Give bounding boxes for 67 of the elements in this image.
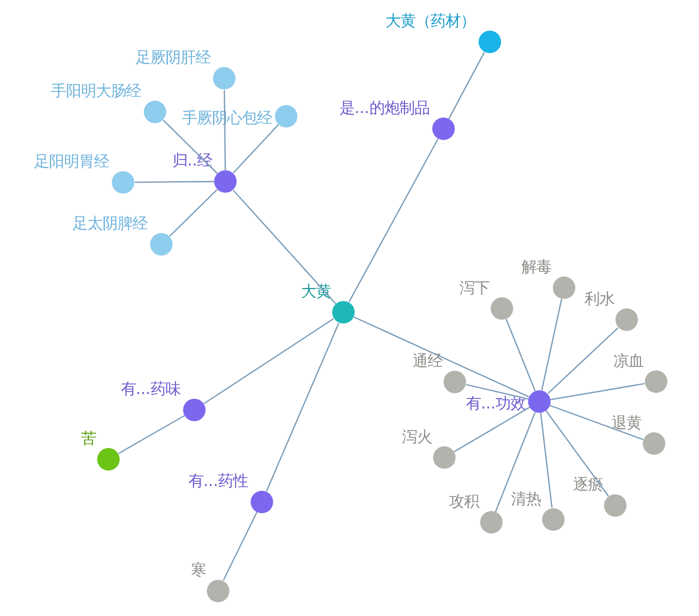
connector: [546, 410, 609, 496]
connector: [550, 382, 645, 400]
node-circle: [150, 233, 173, 256]
connector: [506, 318, 536, 392]
connector: [266, 322, 340, 492]
node-circle: [432, 117, 455, 140]
node-circle: [642, 432, 666, 455]
node-label: 大黄（药材）: [386, 12, 476, 30]
connector: [448, 52, 485, 120]
node-label: 足阳明胃经: [34, 152, 110, 171]
node-label: 清热: [510, 490, 541, 508]
connector: [169, 189, 218, 237]
node-label: 有...药味: [120, 380, 181, 398]
node-label: 解毒: [522, 258, 552, 276]
node-circle: [332, 300, 355, 324]
node-circle: [528, 390, 551, 413]
node-circle: [604, 494, 627, 517]
node-circle: [206, 580, 230, 602]
node-label: 攻积: [448, 492, 479, 510]
node-circle: [214, 170, 237, 193]
node-circle: [552, 276, 576, 300]
connector: [224, 90, 226, 170]
node-label: 有...药性: [188, 472, 248, 490]
node-label: 寒: [190, 561, 206, 580]
node-label: 手阳明大肠经: [50, 82, 141, 100]
connector: [222, 512, 258, 581]
connector: [540, 412, 553, 508]
node-label: 利水: [584, 290, 614, 308]
node-circle: [433, 446, 456, 469]
node-circle: [490, 297, 514, 320]
node-circle: [615, 308, 638, 331]
connector: [162, 120, 218, 174]
node-label: 凉血: [614, 352, 644, 370]
connector: [466, 384, 528, 400]
node-label: 足太阴脾经: [72, 214, 148, 233]
node-label: 退黄: [612, 414, 642, 432]
connector: [232, 190, 336, 304]
connector: [348, 138, 438, 302]
connector: [118, 415, 185, 454]
node-label: 足厥阴肝经: [135, 48, 210, 67]
node-circle: [97, 448, 120, 471]
node-circle: [444, 370, 466, 394]
connector: [550, 404, 644, 440]
connector: [134, 180, 214, 183]
node-circle: [183, 398, 206, 422]
node-circle: [212, 67, 236, 90]
node-label: 泻下: [459, 278, 490, 297]
node-circle: [644, 370, 668, 393]
connector: [494, 412, 536, 512]
connector: [548, 327, 618, 394]
node-circle: [144, 100, 166, 124]
node-label: 苦: [81, 430, 96, 448]
connector: [204, 318, 334, 404]
node-label: 是...的炮制品: [340, 98, 430, 117]
node-circle: [250, 490, 274, 514]
node-circle: [480, 511, 503, 534]
connector: [454, 406, 530, 452]
node-label: 有...功效: [466, 394, 526, 412]
node-circle: [274, 105, 298, 128]
node-label: 通经: [412, 352, 442, 370]
node-circle: [478, 30, 502, 54]
connector: [541, 298, 562, 390]
connector: [354, 316, 530, 398]
node-circle: [542, 508, 565, 531]
connector: [232, 124, 279, 174]
node-label: 泻火: [402, 428, 432, 446]
node-circle: [112, 171, 134, 194]
